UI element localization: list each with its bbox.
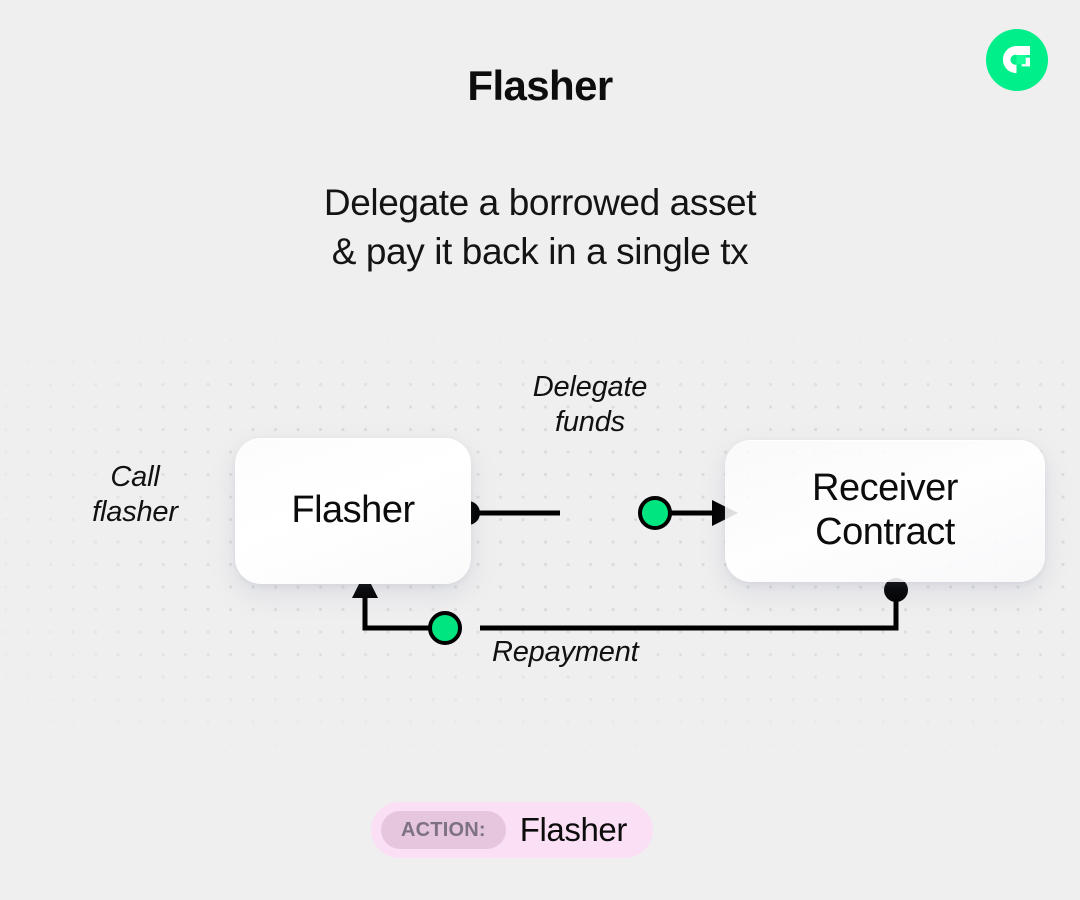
- edge-label-call-flasher: Call flasher: [92, 461, 178, 529]
- edge-label-delegate-funds: Delegate funds: [532, 371, 648, 439]
- diagram-canvas: Flasher Receiver Contract Call flasher D…: [0, 330, 1080, 760]
- node-receiver-contract[interactable]: Receiver Contract: [725, 440, 1045, 582]
- edge-label-repayment: Repayment: [492, 636, 639, 668]
- node-flasher[interactable]: Flasher: [235, 438, 471, 584]
- flow-logo-icon: [986, 29, 1048, 91]
- page-title: Flasher: [467, 62, 613, 109]
- edge-source-dot: [884, 578, 908, 602]
- delegate-funds-node-dot[interactable]: [638, 496, 672, 530]
- repayment-node-dot[interactable]: [428, 611, 462, 645]
- action-badge-key: ACTION:: [381, 811, 506, 849]
- action-badge-value: Flasher: [519, 811, 628, 848]
- edge-layer: [352, 496, 908, 645]
- page-subtitle: Delegate a borrowed asset & pay it back …: [323, 182, 757, 273]
- repayment-edge: [352, 572, 908, 645]
- action-badge: ACTION: Flasher: [371, 802, 653, 858]
- delegate-funds-edge: [456, 496, 738, 530]
